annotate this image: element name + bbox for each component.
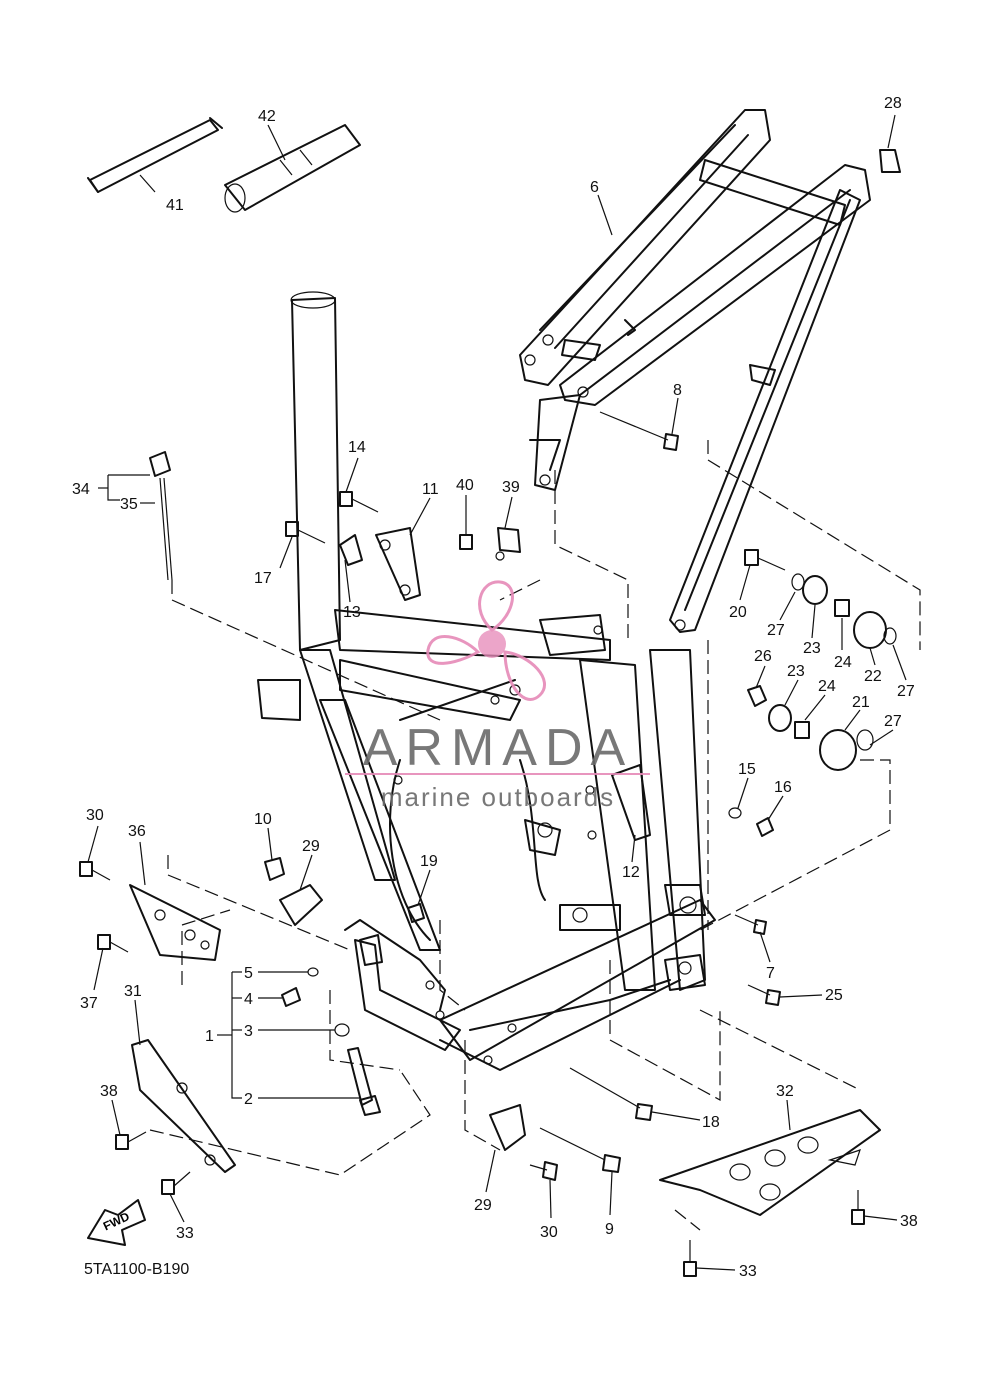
callout-6: 6 <box>590 179 599 196</box>
callout-25: 25 <box>825 987 843 1004</box>
callout-24: 24 <box>834 654 852 671</box>
callout-29: 29 <box>302 838 320 855</box>
callout-35: 35 <box>120 496 138 513</box>
callout-11: 11 <box>422 481 439 498</box>
main-frame <box>257 291 716 1071</box>
callout-21: 21 <box>852 694 870 711</box>
callout-30b: 30 <box>540 1224 558 1241</box>
callout-36: 36 <box>128 823 146 840</box>
callout-38: 38 <box>100 1083 118 1100</box>
watermark: ARMADA marine outboards <box>345 580 650 812</box>
callout-39: 39 <box>502 479 520 496</box>
forward-arrow: FWD <box>87 1199 146 1246</box>
callout-7: 7 <box>766 965 775 982</box>
callout-9: 9 <box>605 1221 614 1238</box>
propeller-logo <box>426 580 547 701</box>
callout-5: 5 <box>244 965 253 982</box>
callout-3: 3 <box>244 1023 253 1040</box>
callout-42: 42 <box>258 108 276 125</box>
callout-27: 27 <box>767 622 785 639</box>
callout-14: 14 <box>348 439 366 456</box>
small-parts <box>79 117 901 1277</box>
callout-33b: 33 <box>739 1263 757 1280</box>
leader-lines <box>87 114 907 1271</box>
callout-16: 16 <box>774 779 792 796</box>
callout-24b: 24 <box>818 678 836 695</box>
watermark-tagline: marine outboards <box>381 782 615 812</box>
callout-34: 34 <box>72 481 90 498</box>
callout-15: 15 <box>738 761 756 778</box>
callout-10: 10 <box>254 811 272 828</box>
callout-8: 8 <box>673 382 682 399</box>
callout-12: 12 <box>622 864 640 881</box>
callout-18: 18 <box>702 1114 720 1131</box>
callout-2: 2 <box>244 1091 253 1108</box>
callout-labels: 1 2 3 4 5 6 7 8 9 10 11 12 13 14 15 16 1… <box>72 95 918 1280</box>
callout-4: 4 <box>244 991 253 1008</box>
diagram-code: 5TA1100-B190 <box>84 1261 189 1278</box>
callout-17: 17 <box>254 570 272 587</box>
callout-1: 1 <box>205 1028 214 1045</box>
callout-30: 30 <box>86 807 104 824</box>
callout-22: 22 <box>864 668 882 685</box>
callout-33: 33 <box>176 1225 194 1242</box>
callout-29b: 29 <box>474 1197 492 1214</box>
assembly-lines <box>149 440 921 1231</box>
callout-38b: 38 <box>900 1213 918 1230</box>
callout-28: 28 <box>884 95 902 112</box>
callout-41: 41 <box>166 197 184 214</box>
callout-32: 32 <box>776 1083 794 1100</box>
callout-20: 20 <box>729 604 747 621</box>
watermark-brand: ARMADA <box>363 719 633 777</box>
fwd-label: FWD <box>101 1209 132 1233</box>
callout-26: 26 <box>754 648 772 665</box>
rear-subframe <box>519 109 871 633</box>
callout-27b: 27 <box>897 683 915 700</box>
callout-19: 19 <box>420 853 438 870</box>
callout-37: 37 <box>80 995 98 1012</box>
callout-13: 13 <box>343 604 361 621</box>
callout-23b: 23 <box>787 663 805 680</box>
callout-31: 31 <box>124 983 142 1000</box>
callout-23: 23 <box>803 640 821 657</box>
callout-40: 40 <box>456 477 474 494</box>
callout-27c: 27 <box>884 713 902 730</box>
